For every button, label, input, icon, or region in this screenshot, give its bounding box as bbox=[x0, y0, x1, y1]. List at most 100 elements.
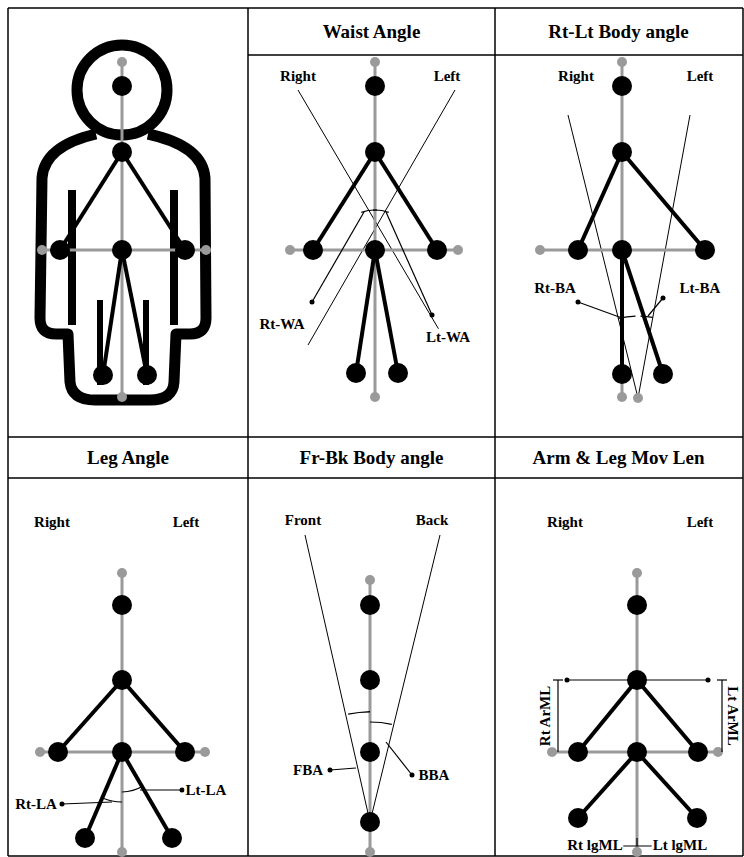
line bbox=[60, 152, 122, 250]
measure-label: Lt-WA bbox=[425, 329, 471, 346]
axis-end bbox=[117, 392, 127, 402]
measure-label: Lt-LA bbox=[185, 782, 228, 799]
leader-dot bbox=[60, 802, 65, 807]
joint-dot bbox=[360, 742, 380, 762]
measure-label: Rt-BA bbox=[533, 280, 577, 297]
dimension-line bbox=[636, 838, 637, 846]
line bbox=[622, 250, 663, 374]
dimension-line bbox=[557, 680, 558, 752]
dimension-dot bbox=[706, 678, 711, 683]
line bbox=[122, 680, 185, 752]
measure-label: BBA bbox=[418, 767, 451, 784]
axis-line bbox=[374, 62, 377, 397]
dimension-line bbox=[717, 679, 727, 680]
joint-dot bbox=[568, 808, 588, 828]
table-border bbox=[248, 54, 743, 56]
joint-dot bbox=[427, 240, 447, 260]
side-label: Right bbox=[557, 68, 595, 85]
panel-title: Rt-Lt Body angle bbox=[548, 21, 688, 43]
axis-end bbox=[37, 245, 47, 255]
leader-line bbox=[140, 789, 182, 790]
axis-end bbox=[632, 847, 642, 857]
joint-dot bbox=[360, 595, 380, 615]
axis-end bbox=[633, 393, 643, 403]
joint-dot bbox=[112, 240, 132, 260]
dimension-line bbox=[721, 680, 722, 752]
axis-end bbox=[547, 747, 557, 757]
measure-label: FBA bbox=[292, 762, 324, 779]
leader-line bbox=[62, 802, 112, 804]
line bbox=[375, 250, 398, 373]
table-border bbox=[8, 7, 743, 9]
table-border bbox=[494, 8, 496, 856]
joint-dot bbox=[360, 812, 380, 832]
line bbox=[620, 250, 624, 374]
line bbox=[122, 752, 172, 838]
line bbox=[622, 152, 705, 250]
axis-end bbox=[370, 392, 380, 402]
joint-dot bbox=[137, 365, 157, 385]
measure-label: Rt lgML bbox=[566, 837, 623, 854]
axis-end bbox=[365, 575, 375, 585]
dimension-dot bbox=[565, 678, 570, 683]
angle-arc bbox=[348, 712, 370, 714]
side-label: Front bbox=[284, 512, 322, 529]
axis-end bbox=[632, 568, 642, 578]
measure-label: Rt-WA bbox=[259, 316, 306, 333]
leader-dot bbox=[430, 313, 435, 318]
table-border bbox=[247, 8, 249, 856]
line bbox=[58, 680, 122, 752]
angle-line bbox=[638, 115, 690, 398]
side-label: Left bbox=[172, 514, 201, 531]
panel-heading-cell: Fr-Bk Body angle bbox=[248, 437, 495, 478]
side-label: Right bbox=[279, 68, 317, 85]
leader-dot bbox=[410, 773, 415, 778]
leader-line bbox=[578, 302, 622, 318]
joint-dot bbox=[612, 142, 632, 162]
line bbox=[637, 680, 698, 752]
dimension-line bbox=[567, 679, 708, 680]
measure-label: Rt-LA bbox=[14, 796, 58, 813]
side-label: Right bbox=[546, 514, 584, 531]
axis-end bbox=[117, 57, 127, 67]
axis-end bbox=[35, 747, 45, 757]
leader-dot bbox=[310, 300, 315, 305]
line bbox=[122, 250, 147, 375]
joint-dot bbox=[568, 742, 588, 762]
axis-line bbox=[621, 62, 624, 397]
joint-dot bbox=[695, 240, 715, 260]
leader-line bbox=[330, 768, 356, 770]
axis-end bbox=[117, 847, 127, 857]
angle-arc bbox=[370, 722, 392, 724]
panel-heading-cell: Arm & Leg Mov Len bbox=[495, 437, 742, 478]
joint-dot bbox=[360, 670, 380, 690]
measure-label: Rt ArML bbox=[537, 685, 554, 747]
joint-dot bbox=[388, 363, 408, 383]
joint-dot bbox=[687, 808, 707, 828]
joint-dot bbox=[627, 595, 647, 615]
panel-title: Arm & Leg Mov Len bbox=[532, 447, 704, 469]
line bbox=[375, 152, 437, 250]
joint-dot bbox=[365, 240, 385, 260]
dimension-line bbox=[553, 679, 563, 680]
axis-end bbox=[285, 245, 295, 255]
joint-dot bbox=[112, 76, 132, 96]
axis-end bbox=[453, 245, 463, 255]
side-label: Left bbox=[686, 68, 715, 85]
side-label: Right bbox=[33, 514, 71, 531]
panel-heading-cell: Leg Angle bbox=[8, 437, 248, 478]
joint-dot bbox=[112, 670, 132, 690]
axis-end bbox=[117, 568, 127, 578]
axis-end bbox=[617, 57, 627, 67]
angle-arc bbox=[122, 786, 143, 792]
line bbox=[637, 752, 697, 818]
joint-dot bbox=[612, 364, 632, 384]
angle-line bbox=[568, 115, 638, 398]
table-border bbox=[7, 8, 9, 856]
leader-line bbox=[386, 212, 432, 315]
line bbox=[85, 752, 122, 838]
axis-end bbox=[200, 747, 210, 757]
measure-label: Lt-BA bbox=[679, 280, 722, 297]
joint-dot bbox=[112, 595, 132, 615]
leader-dot bbox=[576, 300, 581, 305]
